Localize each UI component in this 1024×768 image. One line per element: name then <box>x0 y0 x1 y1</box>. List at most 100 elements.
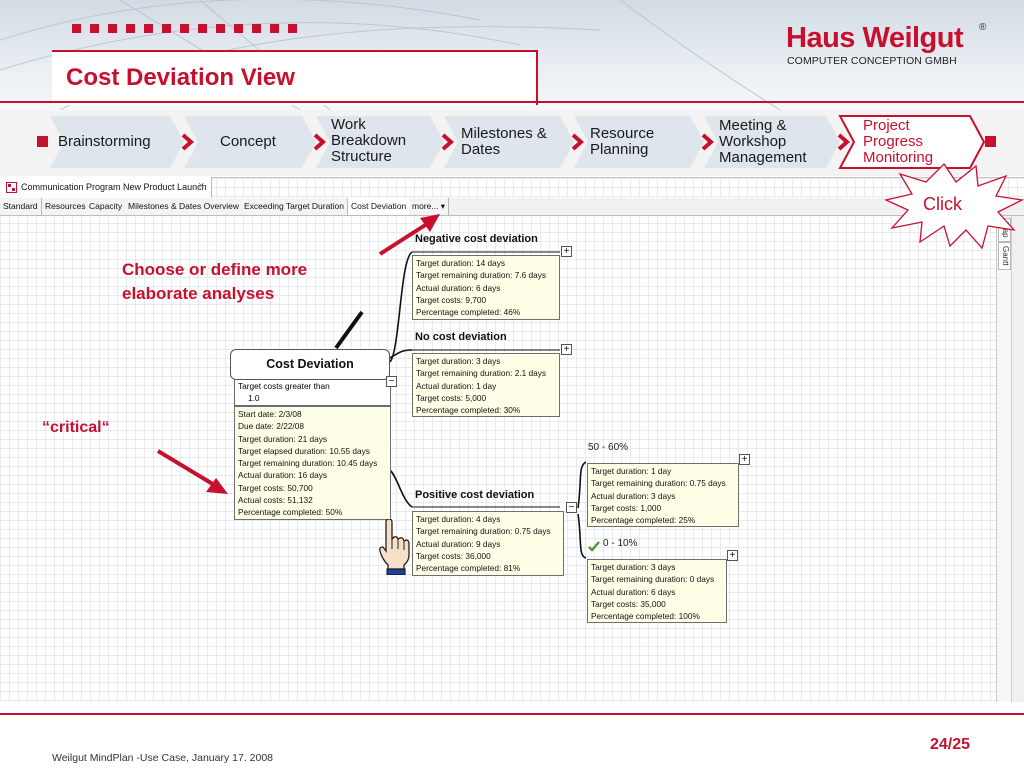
detail-line: Start date: 2/3/08 <box>238 409 302 419</box>
detail-line: Target duration: 14 days <box>416 258 506 268</box>
collapse-toggle-root[interactable]: − <box>386 376 397 387</box>
detail-line: Target costs: 9,700 <box>416 294 487 305</box>
filter-value: 1.0 <box>248 393 260 403</box>
arrow-to-more-tab <box>378 220 432 256</box>
node-no-cost-deviation[interactable]: No cost deviation <box>415 331 507 343</box>
detail-line: Percentage completed: 25% <box>591 515 696 526</box>
detail-line: Target costs: 35,000 <box>591 598 666 609</box>
expand-toggle-range-low[interactable]: + <box>727 550 738 561</box>
side-tab-gantt[interactable]: Gantt <box>998 242 1011 270</box>
logo-name: Haus Weilgut <box>786 22 964 54</box>
node-range-0-10[interactable]: 0 - 10% <box>603 538 638 549</box>
step-work-breakdown-structure[interactable]: Work Breakdown Structure <box>331 116 407 165</box>
annotation-choose-analyses: Choose or define more elaborate analyses <box>122 258 307 306</box>
range-low-details-box: Target duration: 3 days Target remaining… <box>587 559 727 623</box>
title-tab <box>52 50 538 105</box>
view-tab-bar: Standard Resources Capacity Milestones &… <box>0 198 1024 216</box>
step-bg-milestones <box>444 116 574 168</box>
detail-line: Percentage completed: 81% <box>416 563 521 574</box>
document-tab[interactable]: Communication Program New Product Launch… <box>0 177 212 198</box>
collapse-toggle-positive[interactable]: − <box>566 502 577 513</box>
footer-caption: Weilgut MindPlan -Use Case, January 17. … <box>52 752 274 764</box>
expand-toggle-negative[interactable]: + <box>561 246 572 257</box>
side-panel-tabs: Map Gantt <box>996 216 1011 702</box>
connector-range-low <box>577 513 587 559</box>
tab-exceeding-target-duration[interactable]: Exceeding Target Duration <box>241 198 349 215</box>
connector-positive <box>389 469 413 508</box>
footer-rule <box>0 713 1024 715</box>
chevron-arrow-icon <box>313 133 327 151</box>
detail-line: Target costs: 1,000 <box>591 502 662 513</box>
click-label: Click <box>923 194 962 214</box>
none-details-box: Target duration: 3 days Target remaining… <box>412 353 560 417</box>
checkmark-icon <box>588 541 600 552</box>
step-brainstorming[interactable]: Brainstorming <box>58 133 151 150</box>
root-filter-box: Target costs greater than 1.0 <box>234 380 391 406</box>
step-bg-resource <box>574 116 704 168</box>
detail-line: Actual duration: 3 days <box>591 490 676 501</box>
detail-line: Percentage completed: 100% <box>591 611 700 622</box>
step-bg-wbs <box>316 116 444 168</box>
tab-more-dropdown[interactable]: more... ▾ <box>409 198 450 215</box>
detail-line: Target duration: 3 days <box>416 356 501 366</box>
document-tab-label: Communication Program New Product Launch <box>21 182 207 192</box>
range-high-details-box: Target duration: 1 day Target remaining … <box>587 463 739 527</box>
positive-details-box: Target duration: 4 days Target remaining… <box>412 511 564 576</box>
chevron-arrow-icon <box>571 133 585 151</box>
detail-line: Target costs: 36,000 <box>416 550 491 561</box>
step-resource-planning[interactable]: Resource Planning <box>590 125 655 158</box>
arrow-to-root-details <box>156 449 218 488</box>
mindmap-file-icon <box>6 182 17 193</box>
chevron-arrow-icon <box>701 133 715 151</box>
page-number: 24/25 <box>930 736 971 753</box>
click-burst-icon <box>884 162 1024 250</box>
process-bar: Brainstorming Concept Work Breakdown Str… <box>0 110 1024 176</box>
step-bg-meeting <box>704 116 840 168</box>
close-icon[interactable]: × <box>198 180 205 192</box>
step-bg-concept <box>184 116 316 168</box>
detail-line: Target duration: 21 days <box>238 433 328 444</box>
step-milestones-dates[interactable]: Milestones & Dates <box>461 125 547 158</box>
connector-range-high <box>577 461 587 509</box>
detail-line: Target remaining duration: 2.1 days <box>416 368 547 379</box>
detail-line: Target remaining duration: 10.45 days <box>238 458 378 469</box>
detail-line: Target elapsed duration: 10.55 days <box>238 445 370 456</box>
step-meeting-workshop-management[interactable]: Meeting & Workshop Management <box>719 117 807 166</box>
detail-line: Actual duration: 6 days <box>416 282 501 293</box>
step-bg-brainstorming <box>50 116 184 168</box>
chevron-arrow-icon <box>837 133 851 151</box>
process-chevrons <box>37 115 996 169</box>
vertical-scrollbar[interactable] <box>1011 216 1024 702</box>
chevron-arrow-icon <box>181 133 195 151</box>
detail-line: Target duration: 4 days <box>416 514 501 524</box>
detail-line: Percentage completed: 30% <box>416 405 521 416</box>
step-project-progress-monitoring[interactable]: Project Progress Monitoring <box>863 117 934 166</box>
detail-line: Target costs: 50,700 <box>238 482 313 493</box>
step-bg-monitoring <box>838 115 986 169</box>
expand-toggle-range-high[interactable]: + <box>739 454 750 465</box>
detail-line: Actual duration: 9 days <box>416 538 501 549</box>
detail-line: Target remaining duration: 0.75 days <box>591 478 726 489</box>
pointer-line <box>334 310 364 350</box>
annotation-line: Choose or define more <box>122 260 308 279</box>
step-concept[interactable]: Concept <box>220 133 276 150</box>
expand-toggle-none[interactable]: + <box>561 344 572 355</box>
detail-line: Actual duration: 16 days <box>238 470 328 481</box>
tab-standard[interactable]: Standard <box>0 198 42 215</box>
root-node-title: Cost Deviation <box>266 357 354 371</box>
node-positive-cost-deviation[interactable]: Positive cost deviation <box>415 489 535 501</box>
company-logo: Haus Weilgut ® COMPUTER CONCEPTION GMBH <box>786 22 1001 72</box>
detail-line: Actual duration: 6 days <box>591 586 676 597</box>
root-node[interactable]: Cost Deviation <box>230 349 390 380</box>
node-range-50-60[interactable]: 50 - 60% <box>588 442 629 453</box>
detail-line: Target remaining duration: 0.75 days <box>416 526 551 537</box>
header-rule <box>0 101 1024 103</box>
root-details-box: Start date: 2/3/08 Due date: 2/22/08 Tar… <box>234 406 391 520</box>
detail-line: Target duration: 1 day <box>591 466 672 476</box>
detail-line: Actual costs: 51,132 <box>238 495 313 506</box>
process-start-marker <box>37 136 48 147</box>
arrow-head-icon <box>420 214 440 232</box>
node-negative-cost-deviation[interactable]: Negative cost deviation <box>415 233 538 245</box>
